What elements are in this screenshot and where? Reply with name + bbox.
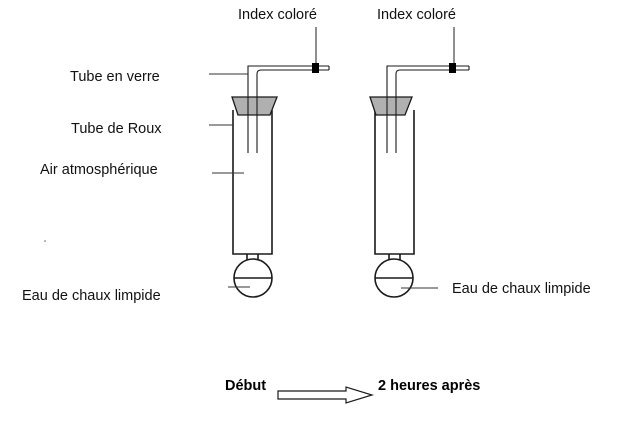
colored-index	[449, 63, 456, 73]
label-limewater-left: Eau de chaux limpide	[22, 288, 161, 304]
roux-tube-body	[374, 110, 415, 255]
colored-index	[312, 63, 319, 73]
timeline-end-label: 2 heures après	[378, 378, 480, 394]
apparatus-after	[369, 63, 470, 298]
stray-dot	[44, 240, 46, 242]
rubber-stopper	[231, 96, 278, 116]
label-limewater-right: Eau de chaux limpide	[452, 281, 591, 297]
label-colored-index-right: Index coloré	[377, 7, 456, 23]
label-roux-tube: Tube de Roux	[71, 121, 162, 137]
apparatus-start	[231, 63, 330, 298]
leader-lines	[209, 27, 455, 289]
rubber-stopper	[369, 96, 413, 116]
label-colored-index-left: Index coloré	[238, 7, 317, 23]
label-atmospheric-air: Air atmosphérique	[40, 162, 158, 178]
timeline-arrow	[277, 386, 375, 404]
glass-tube-outer-line	[395, 66, 470, 153]
roux-tube-body	[232, 110, 273, 255]
timeline: Début 2 heures après	[225, 378, 480, 404]
timeline-start-label: Début	[225, 378, 266, 394]
glass-tube-inner-line	[247, 65, 329, 153]
glass-tube-outer-line	[256, 66, 330, 153]
label-glass-tube: Tube en verre	[70, 69, 160, 85]
glass-tube-inner-line	[386, 65, 469, 153]
